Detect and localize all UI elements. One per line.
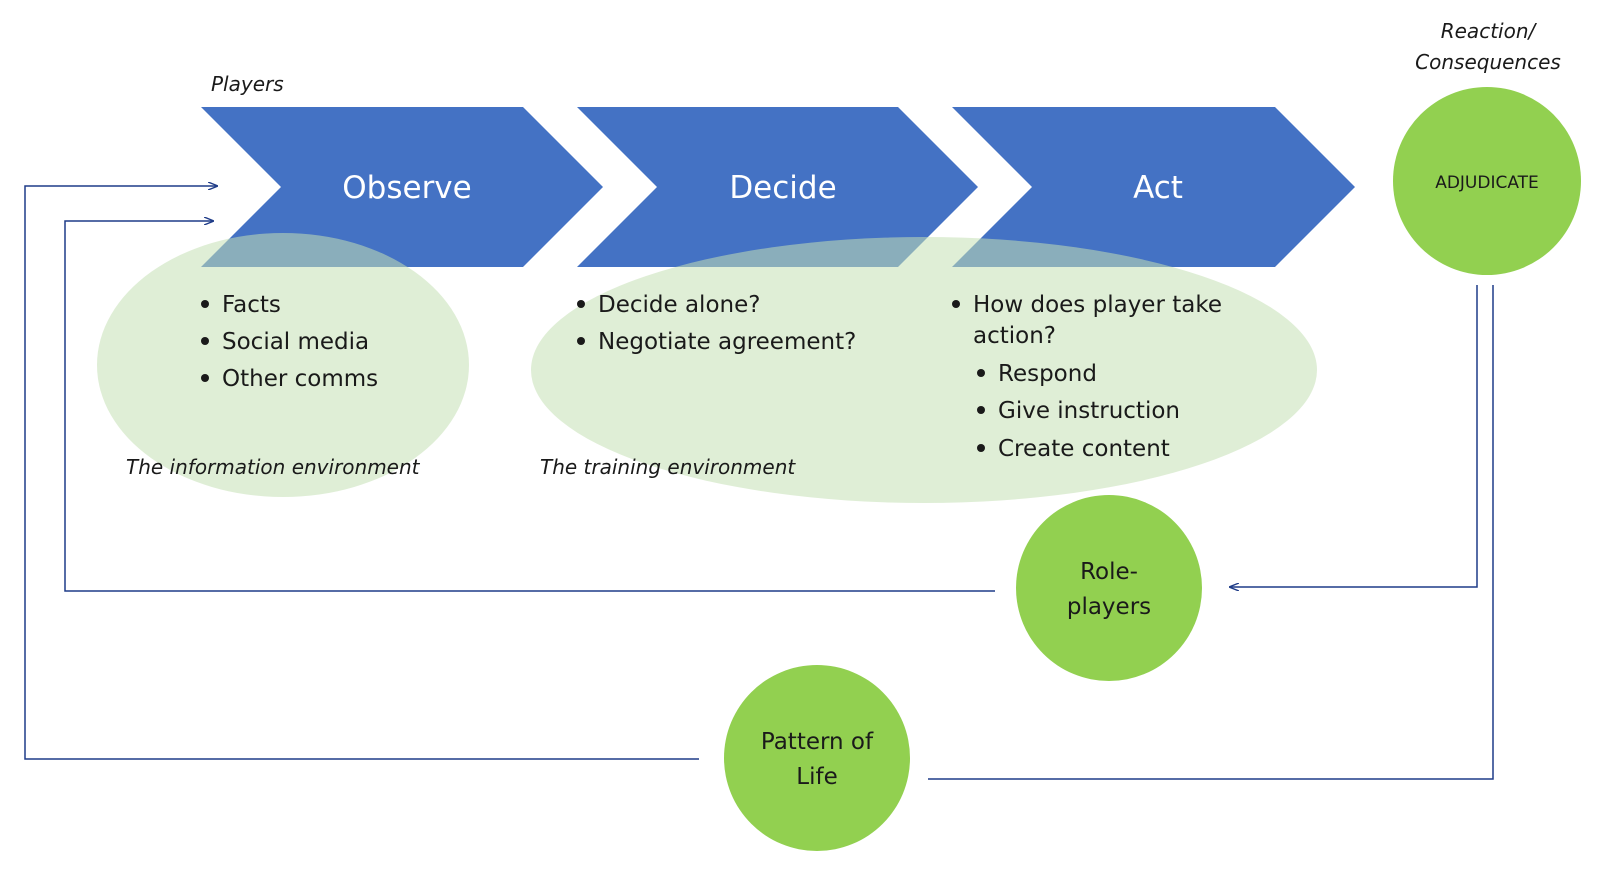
act-bullet-list: How does player take action? Respond Giv… [952, 292, 1222, 462]
bullet-dot [201, 337, 209, 345]
pattern-to-observe-connector [24, 186, 699, 760]
observe-bullet-list: Facts Social media Other comms [201, 292, 378, 392]
observe-bullet: Social media [222, 329, 369, 355]
observe-bullet: Other comms [222, 366, 378, 392]
bullet-dot [977, 444, 985, 452]
adjudicate-to-pattern-connector [928, 285, 1494, 780]
bullet-dot [201, 300, 209, 308]
pattern-of-life-label-line2: Life [796, 764, 837, 790]
training-environment-ellipse [531, 237, 1317, 503]
bullet-dot [201, 374, 209, 382]
chevron-observe-label: Observe [342, 170, 471, 206]
players-label: Players [211, 72, 284, 96]
training-environment-label: The training environment [540, 455, 796, 479]
roleplayers-circle [1016, 495, 1202, 681]
decide-bullet: Negotiate agreement? [598, 329, 856, 355]
act-sub-bullet: Respond [998, 361, 1097, 387]
decide-bullet: Decide alone? [598, 292, 760, 318]
roleplayers-to-observe-connector [64, 221, 995, 592]
chevron-act-label: Act [1133, 170, 1183, 206]
adjudicate-label: ADJUDICATE [1435, 173, 1539, 193]
roleplayers-label-line2: players [1067, 594, 1151, 620]
reaction-label-line2: Consequences [1415, 50, 1561, 74]
information-environment-label: The information environment [126, 455, 421, 479]
roleplayers-label-line1: Role- [1080, 559, 1138, 585]
adjudicate-to-roleplayers-connector [1230, 285, 1478, 587]
information-environment-ellipse [97, 233, 469, 497]
reaction-label-line1: Reaction/ [1441, 19, 1538, 43]
observe-bullet: Facts [222, 292, 281, 318]
chevron-act [952, 107, 1355, 267]
act-sub-bullet: Give instruction [998, 398, 1180, 424]
pattern-of-life-circle [724, 665, 910, 851]
adjudicate-circle [1393, 87, 1581, 275]
act-sub-bullet: Create content [998, 436, 1170, 462]
chevron-observe [201, 107, 603, 267]
bullet-dot [952, 300, 960, 308]
act-bullet-main-line1: How does player take [973, 292, 1222, 318]
bullet-dot [977, 406, 985, 414]
pattern-of-life-label-line1: Pattern of [761, 729, 874, 755]
bullet-dot [577, 300, 585, 308]
chevron-decide-label: Decide [729, 170, 836, 206]
act-bullet-main-line2: action? [973, 323, 1056, 349]
chevron-decide [577, 107, 978, 267]
bullet-dot [577, 337, 585, 345]
decide-bullet-list: Decide alone? Negotiate agreement? [577, 292, 856, 355]
bullet-dot [977, 369, 985, 377]
